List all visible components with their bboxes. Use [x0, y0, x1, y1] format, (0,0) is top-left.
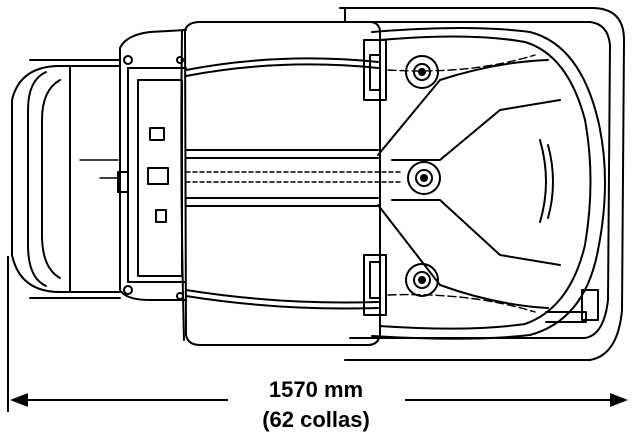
arrowhead-right-icon [610, 393, 628, 407]
arrowhead-left-icon [10, 393, 28, 407]
handle [11, 59, 121, 299]
dimension-imperial-label: (62 collas) [262, 407, 370, 432]
dimension-value-label: 1570 mm [268, 377, 364, 402]
side-frame [79, 29, 187, 301]
dimension-line [7, 256, 628, 412]
rear-cover [339, 7, 625, 361]
hinges [363, 39, 387, 316]
front-shell [371, 27, 606, 340]
main-hood [180, 21, 401, 346]
filler-caps [405, 55, 441, 297]
